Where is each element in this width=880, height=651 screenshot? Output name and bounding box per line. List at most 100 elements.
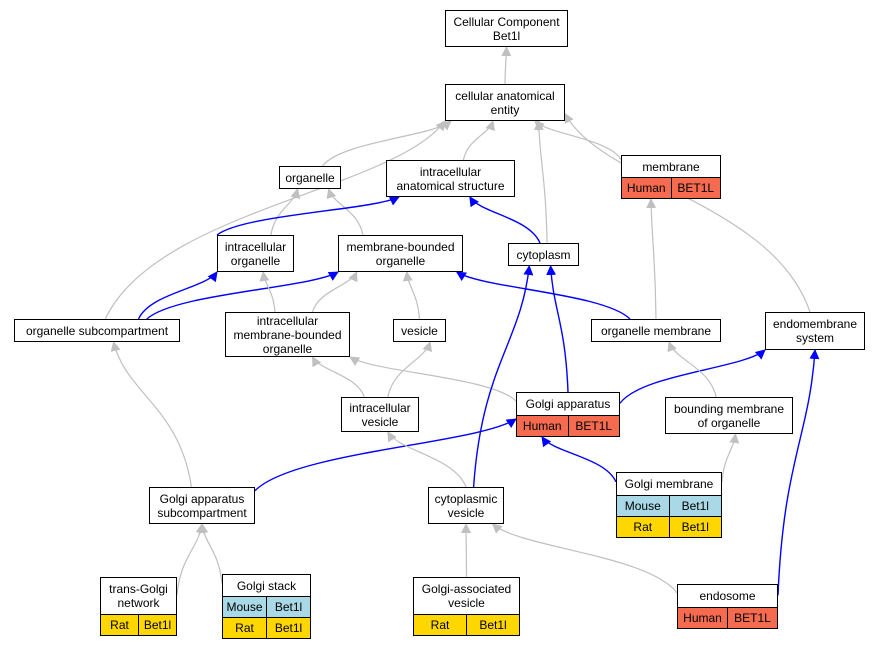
species-cell: Mouse [624,499,661,513]
gene-cell: Bet1l [266,597,310,617]
node-gas[interactable]: Golgi apparatus subcompartment [149,487,255,524]
node-osc[interactable]: organelle subcompartment [14,319,180,342]
node-label: endosome [699,589,756,603]
gene-cell: BET1L [567,416,620,436]
edge-imbo-to-io [259,271,276,313]
edge-cytoplasm-to-ias [469,196,541,244]
edge-imbo-to-mbo [311,271,358,313]
annotation-row-rat: Rat Bet1l [414,614,519,635]
node-label: endomembrane system [772,317,858,345]
edge-endosome-to-cv [491,523,678,594]
node-label: cytoplasmic vesicle [434,491,498,520]
gene-cell: BET1L [670,178,721,198]
edge-ems-to-cae [564,112,811,313]
edge-mbo-to-organelle [326,188,364,236]
edge-ga-to-ems [619,349,766,404]
node-label: intracellular anatomical structure [396,164,505,193]
gene-cell: Bet1l [266,618,310,638]
gene-cell: Bet1l [668,517,722,537]
annotation-row-human: Human BET1L [517,415,619,436]
edge-osc-to-mbo [146,271,339,320]
node-label: bounding membrane of organelle [673,401,785,430]
node-label: intracellular organelle [224,239,287,268]
node-imbo[interactable]: intracellular membrane-bounded organelle [225,312,350,357]
node-label: vesicle [401,323,438,338]
node-label: organelle membrane [600,323,712,338]
node-bmo[interactable]: bounding membrane of organelle [665,397,793,434]
species-cell: Human [626,181,666,195]
species-cell: Mouse [226,600,263,614]
species-cell: Rat [430,618,450,632]
node-label: cytoplasm [516,247,571,262]
edge-cae-to-root [501,46,512,85]
node-label: Golgi stack [236,578,297,593]
edge-io-to-organelle [270,188,301,236]
annotation-row-rat: Rat Bet1l [101,614,176,635]
edge-gm-to-bmo [721,433,740,482]
node-label: Golgi membrane [624,477,714,491]
annotation-row-mouse: Mouse Bet1l [617,495,721,516]
node-io[interactable]: intracellular organelle [217,235,294,272]
edge-ias-to-cae [462,120,495,161]
node-iv[interactable]: intracellular vesicle [341,397,419,432]
edge-bmo-to-om [667,341,717,398]
node-cytoplasm[interactable]: cytoplasm [508,243,579,266]
edge-iv-to-imbo [311,356,365,398]
edge-ga-to-imbo [349,356,517,402]
gene-cell: Bet1l [466,615,519,635]
node-label: trans-Golgi network [109,582,168,610]
species-cell: Rat [110,618,129,632]
node-label: cellular anatomical entity [455,88,555,117]
node-label: intracellular membrane-bounded organelle [233,313,342,356]
edge-cv-to-cytoplasm [472,265,534,488]
annotation-row-rat: Rat Bet1l [617,516,721,537]
node-label: Cellular Component Bet1l [453,14,560,43]
edge-io-to-ias [216,196,400,236]
species-cell: Rat [633,520,653,534]
node-label: membrane [642,159,700,174]
node-ias[interactable]: intracellular anatomical structure [386,160,515,197]
node-vesicle[interactable]: vesicle [393,319,446,342]
edge-osc-to-cae [104,120,446,320]
edge-gas-to-ga [254,418,517,492]
node-organelle[interactable]: organelle [279,166,341,189]
node-ems[interactable]: endomembrane system [765,312,865,350]
edge-iv-to-vesicle [387,341,433,398]
gene-cell: Bet1l [668,496,722,516]
edge-vesicle-to-mbo [402,271,421,320]
edge-gm-to-ga [541,436,617,483]
edge-cytoplasm-to-cae [533,120,548,244]
node-label: Golgi apparatus subcompartment [157,491,247,520]
edge-osc-to-io [137,271,218,320]
edge-cv-to-iv [387,431,467,488]
edge-om-to-membrane [646,198,657,320]
node-label: Golgi-associated vesicle [421,582,512,610]
node-label: intracellular vesicle [349,400,411,429]
node-label: organelle subcompartment [25,323,169,338]
node-om[interactable]: organelle membrane [591,319,721,342]
node-mbo[interactable]: membrane-bounded organelle [338,235,463,272]
node-root[interactable]: Cellular Component Bet1l [445,10,568,47]
node-cae[interactable]: cellular anatomical entity [445,84,565,121]
edge-gas-to-osc [110,341,192,488]
edge-tgn-to-gas [176,523,206,595]
annotation-row-human: Human BET1L [622,177,720,198]
species-cell: Human [683,611,722,625]
species-cell: Human [522,419,562,433]
gene-cell: Bet1l [138,615,176,635]
edge-gs-to-gas [198,523,223,584]
node-cv[interactable]: cytoplasmic vesicle [428,487,504,524]
node-label: organelle [285,170,335,185]
edge-ga-to-cytoplasm [546,265,569,393]
